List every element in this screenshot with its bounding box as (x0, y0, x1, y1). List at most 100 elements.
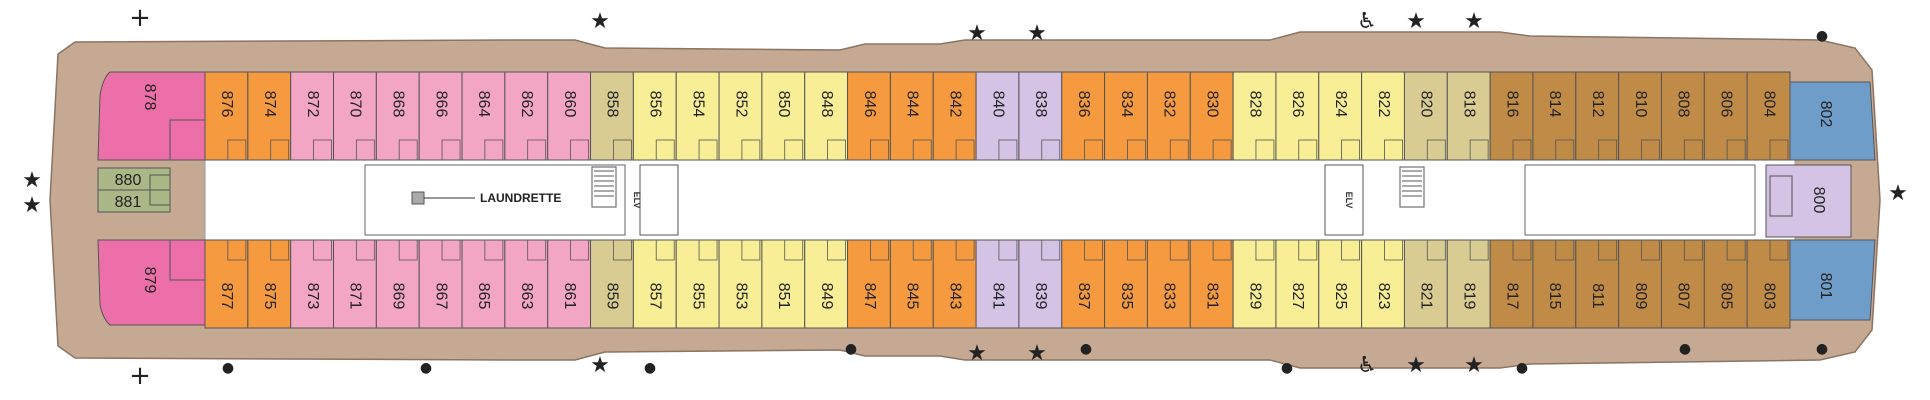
cabin-853[interactable] (718, 239, 763, 329)
cabin-entry-850 (784, 139, 804, 161)
cabin-817[interactable] (1489, 239, 1534, 329)
cabin-entry-824 (1341, 139, 1361, 161)
cabin-857[interactable] (632, 239, 677, 329)
cabin-802[interactable] (1789, 81, 1876, 161)
cabin-810[interactable] (1618, 71, 1662, 161)
cabin-864[interactable] (461, 71, 506, 161)
cabin-entry-834 (1127, 139, 1146, 161)
cabin-823[interactable] (1361, 239, 1405, 329)
cabin-814-label: 814 (1546, 91, 1563, 118)
elevator-label-fwd: ELV (1344, 192, 1354, 209)
cabin-846-label: 846 (861, 91, 878, 118)
cabin-862[interactable] (504, 71, 549, 161)
cabin-815[interactable] (1532, 239, 1577, 329)
cabin-849[interactable] (804, 239, 849, 329)
cabin-861[interactable] (547, 239, 592, 329)
cabin-839-label: 839 (1032, 283, 1049, 310)
cabin-852[interactable] (718, 71, 763, 161)
cabin-805[interactable] (1703, 239, 1748, 329)
cabin-829[interactable] (1232, 239, 1277, 329)
cabin-872[interactable] (290, 71, 335, 161)
cabin-entry-806 (1726, 139, 1746, 161)
cabin-821[interactable] (1403, 239, 1448, 329)
cabin-entry-822 (1384, 139, 1403, 161)
cabin-876[interactable] (204, 71, 249, 161)
cabin-859[interactable] (590, 239, 634, 329)
cabin-828-label: 828 (1246, 91, 1263, 118)
cabin-809[interactable] (1618, 239, 1662, 329)
cabin-873[interactable] (290, 239, 335, 329)
cabin-entry-846 (870, 139, 889, 161)
cabin-855[interactable] (675, 239, 720, 329)
cabin-801[interactable] (1789, 239, 1876, 321)
cabin-877[interactable] (204, 239, 249, 329)
cabin-843[interactable] (932, 239, 977, 329)
cabin-818[interactable] (1446, 71, 1491, 161)
cabin-840[interactable] (975, 71, 1020, 161)
cabin-860[interactable] (547, 71, 592, 161)
cabin-837[interactable] (1061, 239, 1106, 329)
cabin-874[interactable] (247, 71, 292, 161)
cabin-803[interactable] (1746, 239, 1791, 329)
cabin-878[interactable] (97, 71, 206, 161)
cabin-851[interactable] (761, 239, 806, 329)
cabin-824[interactable] (1318, 71, 1363, 161)
cabin-811-label: 811 (1589, 283, 1606, 309)
cabin-845[interactable] (889, 239, 934, 329)
cabin-847[interactable] (847, 239, 891, 329)
cabin-867[interactable] (418, 239, 463, 329)
cabin-870-label: 870 (347, 91, 364, 118)
cabin-808[interactable] (1660, 71, 1705, 161)
cabin-865[interactable] (461, 239, 506, 329)
cabin-850-label: 850 (775, 91, 792, 118)
cabin-819[interactable] (1446, 239, 1491, 329)
cabin-840-label: 840 (989, 91, 1006, 118)
cabin-830[interactable] (1189, 71, 1234, 161)
cabin-829-label: 829 (1246, 283, 1263, 310)
cabin-875-label: 875 (261, 283, 278, 310)
cabin-835[interactable] (1104, 239, 1148, 329)
cabin-entry-835 (1127, 239, 1146, 261)
cabin-831[interactable] (1189, 239, 1234, 329)
cabin-864-label: 864 (475, 91, 492, 118)
cabin-800[interactable] (1765, 164, 1852, 238)
cabin-809-label: 809 (1632, 283, 1649, 310)
cabin-856[interactable] (632, 71, 677, 161)
cabin-858[interactable] (590, 71, 634, 161)
cabin-832[interactable] (1146, 71, 1191, 161)
cabin-839[interactable] (1018, 239, 1063, 329)
cabin-826[interactable] (1275, 71, 1320, 161)
cabin-837-label: 837 (1075, 283, 1092, 310)
cabin-868[interactable] (375, 71, 420, 161)
cabin-833[interactable] (1146, 239, 1191, 329)
cabin-828[interactable] (1232, 71, 1277, 161)
cabin-820[interactable] (1403, 71, 1448, 161)
cabin-879[interactable] (97, 239, 206, 326)
cabin-entry-861 (570, 239, 589, 261)
cabin-814[interactable] (1532, 71, 1577, 161)
cabin-869[interactable] (375, 239, 420, 329)
cabin-854[interactable] (675, 71, 720, 161)
cabin-834[interactable] (1104, 71, 1148, 161)
cabin-842[interactable] (932, 71, 977, 161)
cabin-846[interactable] (847, 71, 891, 161)
cabin-833-label: 833 (1161, 283, 1178, 310)
cabin-807[interactable] (1660, 239, 1705, 329)
cabin-804[interactable] (1746, 71, 1791, 161)
cabin-848-label: 848 (818, 91, 835, 118)
cabin-838[interactable] (1018, 71, 1063, 161)
cabin-863[interactable] (504, 239, 549, 329)
cabin-entry-842 (955, 139, 975, 161)
cabin-866[interactable] (418, 71, 463, 161)
accessible-icon: ♿ (1357, 9, 1377, 34)
cabin-entry-851 (784, 239, 804, 261)
cabin-entry-840 (998, 139, 1018, 161)
cabin-806[interactable] (1703, 71, 1748, 161)
cabin-entry-859 (612, 239, 632, 261)
cabin-811[interactable] (1575, 239, 1620, 329)
cabin-850[interactable] (761, 71, 806, 161)
cabin-entry-852 (741, 139, 761, 161)
star-icon: ★ (1406, 9, 1426, 34)
cabin-822[interactable] (1361, 71, 1405, 161)
cabin-875[interactable] (247, 239, 292, 329)
